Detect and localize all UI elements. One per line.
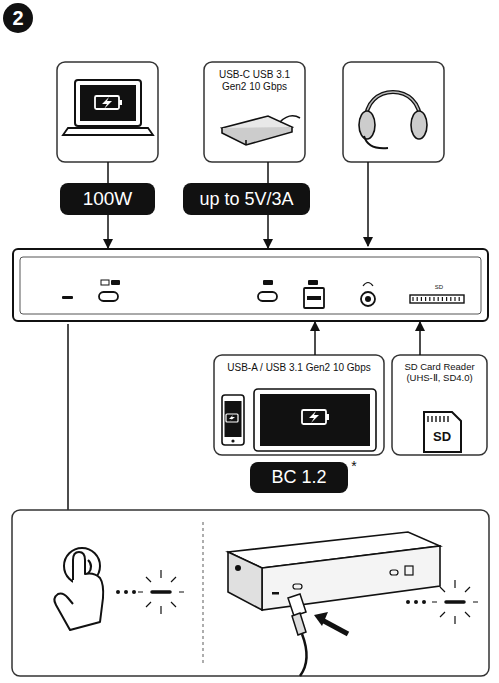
- power-badge: 100W: [60, 183, 155, 215]
- node-text: USB-A / USB 3.1 Gen2 10 Gbps: [227, 362, 370, 374]
- leader-line: [67, 324, 69, 510]
- power-badge: up to 5V/3A: [183, 183, 310, 215]
- laptop-icon: [57, 62, 158, 162]
- charging-badge: BC 1.2: [250, 462, 348, 493]
- node-text: up to 5V/3A: [199, 189, 293, 210]
- sd-card-label: SD: [433, 429, 451, 444]
- sd-card-icon: [392, 355, 487, 455]
- footnote-mark: *: [351, 458, 356, 474]
- connector-arrow: [267, 215, 269, 248]
- headphones-icon: [343, 62, 444, 162]
- drive-icon: [204, 62, 305, 162]
- node-text: BC 1.2: [271, 467, 326, 488]
- port-box: USB-C USB 3.1 Gen2 10 Gbps: [204, 62, 305, 162]
- step-circle: [3, 3, 33, 33]
- status-panel: [12, 510, 489, 676]
- leader-line: [367, 162, 369, 246]
- node-text: 100W: [83, 188, 133, 210]
- phone-tablet-icons: [214, 355, 384, 455]
- connector-arrow: [267, 162, 269, 183]
- connector-arrow: [107, 215, 109, 248]
- dock-front: [20, 257, 481, 314]
- connector-arrow: [419, 322, 421, 355]
- step-number: 2: [12, 7, 23, 30]
- connector-arrow: [314, 322, 316, 355]
- leader-line: [107, 162, 109, 183]
- port-box: USB-A / USB 3.1 Gen2 10 Gbps: [214, 355, 384, 455]
- node-text: SD: [435, 284, 443, 291]
- node-text: SD Card Reader (UHS-Ⅱ, SD4.0): [397, 362, 482, 384]
- docking-station: SD: [12, 248, 489, 322]
- node-text: USB-C USB 3.1 Gen2 10 Gbps: [212, 69, 297, 92]
